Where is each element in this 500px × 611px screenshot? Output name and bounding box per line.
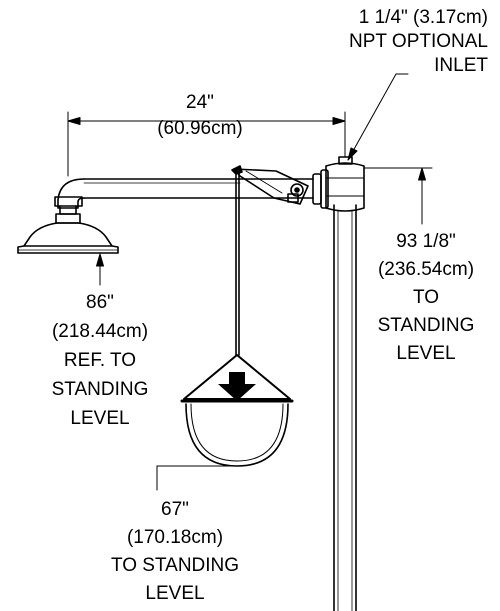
inlet-leader — [347, 73, 409, 161]
shower-head-height-label: 86" (218.44cm) REF. TO STANDING LEVEL — [51, 292, 149, 429]
union-coupling — [312, 169, 329, 209]
shower-head — [17, 213, 119, 254]
tee-fitting — [325, 156, 365, 212]
pull-handle-height-label: 67" (170.18cm) TO STANDING LEVEL — [110, 499, 240, 604]
shower-head-height-dimension — [96, 253, 104, 286]
pull-rod — [235, 171, 240, 356]
pull-handle-height-dimension — [156, 465, 237, 491]
pull-handle — [180, 354, 294, 467]
overall-height-dimension — [363, 167, 433, 225]
pipe-elbow — [54, 178, 85, 215]
overall-height-label: 93 1/8" (236.54cm) TO STANDING LEVEL — [377, 231, 475, 364]
arrow-down-icon — [218, 372, 256, 401]
arm-pipe — [83, 178, 314, 199]
inlet-label: 1 1/4" (3.17cm) NPT OPTIONAL INLET — [348, 7, 488, 76]
supply-pipe — [333, 204, 357, 611]
arm-length-label: 24" (60.96cm) — [157, 92, 243, 139]
arm-length-dimension — [67, 111, 346, 177]
